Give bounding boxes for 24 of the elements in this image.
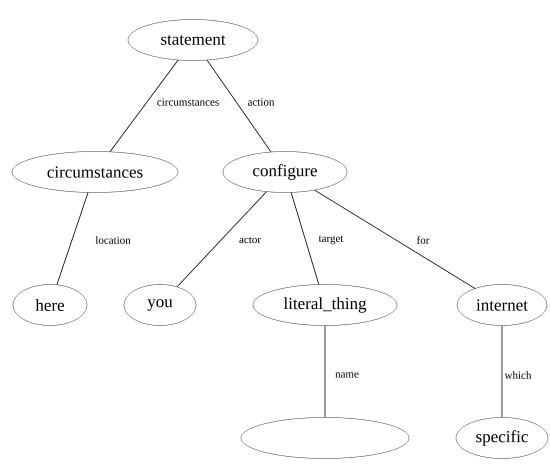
edge-label: for (416, 235, 430, 245)
edge-label: which (504, 370, 532, 380)
edge-label: name (334, 371, 360, 379)
ellipse-node: configure (222, 151, 348, 193)
connector-line (314, 190, 476, 289)
edge-label: actor (238, 236, 262, 244)
ellipse-node: internet (456, 284, 548, 326)
connector-line (176, 191, 267, 288)
edge-label: location (94, 235, 132, 245)
edge-label: circumstances (156, 97, 220, 107)
connector-line (290, 192, 320, 285)
ellipse-node: statement (128, 19, 258, 61)
connector-line (206, 60, 272, 152)
edge-label: action (246, 97, 276, 107)
ellipse-node: specific (456, 417, 548, 459)
ellipse-node: you (124, 284, 196, 326)
edge-label: target (318, 234, 344, 246)
connector-line (110, 60, 178, 152)
connector-line (56, 192, 88, 286)
connector-line (324, 325, 326, 418)
ellipse-node: circumstances (12, 151, 178, 193)
ellipse-node (240, 417, 410, 459)
ellipse-node: here (12, 284, 88, 326)
ellipse-node: literal_thing (252, 284, 398, 326)
